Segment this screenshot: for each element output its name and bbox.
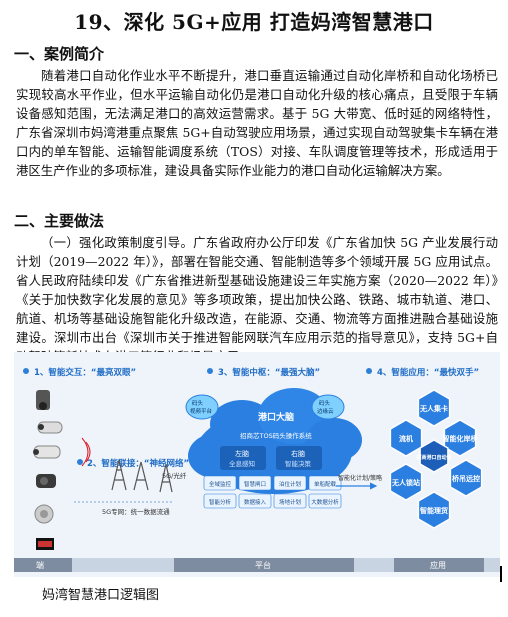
capability-label: 泊位计划 xyxy=(279,480,301,488)
port-brain-cloud xyxy=(188,388,362,494)
stage-header-2: 2、智能联接：“神经网络” xyxy=(77,458,189,469)
capability-label: 智能分析 xyxy=(209,498,232,506)
capability-label: 场地计划 xyxy=(279,498,301,506)
app-label: 流机 xyxy=(399,434,413,443)
stage-header-4: 4、智能应用：“最快双手” xyxy=(366,367,479,378)
sensor-icon xyxy=(34,504,54,524)
bar-label-terminal: 端 xyxy=(36,560,44,570)
capability-label: 单船配载 xyxy=(314,480,337,488)
tower-icon xyxy=(111,459,149,491)
svg-text:4、智能应用：“最快双手”: 4、智能应用：“最快双手” xyxy=(377,367,479,378)
app-hexagon xyxy=(389,419,423,457)
capability-cell xyxy=(238,475,272,491)
app-hexagon xyxy=(417,389,451,427)
capability-cell xyxy=(203,475,237,491)
svg-text:码头: 码头 xyxy=(319,399,331,407)
svg-text:1、智能交互：“最亮双眼”: 1、智能交互：“最亮双眼” xyxy=(34,367,136,378)
app-label: 无人锁站 xyxy=(391,478,420,487)
tower-icon xyxy=(159,463,173,493)
capability-cell xyxy=(308,493,342,509)
port-logic-diagram: 1、智能交互：“最亮双眼” 2、智能联接：“神经网络” 3、智能中枢：“最强大脑… xyxy=(14,352,500,577)
edge-cloud-node: 码头 边缘云 xyxy=(311,394,345,420)
svg-text:码头: 码头 xyxy=(192,399,204,407)
signal-waves-icon xyxy=(81,437,91,467)
camera-icon xyxy=(36,390,50,410)
bar-label-platform: 平台 xyxy=(255,560,271,570)
app-label: 智能化岸桥 xyxy=(443,434,479,443)
network-label-fiber: 5G/光纤 xyxy=(162,471,187,480)
capability-label: 全域监控 xyxy=(209,480,232,488)
capability-label: 数据接入 xyxy=(244,498,267,506)
app-label: 桥吊远控 xyxy=(452,474,480,483)
capability-cell xyxy=(203,493,237,509)
app-hexagon xyxy=(389,463,423,501)
brain-left-sub: 全息感知 xyxy=(229,459,255,468)
camera-icon xyxy=(37,421,63,434)
app-label: 智能理货 xyxy=(420,506,448,515)
arrow-label: 智能化计划/策略 xyxy=(338,474,382,482)
figure-caption: 妈湾智慧港口逻辑图 xyxy=(42,588,160,603)
brain-left: 左脑 xyxy=(235,449,249,458)
camera-icon xyxy=(36,474,56,488)
stage-header-1: 1、智能交互：“最亮双眼” xyxy=(23,367,136,378)
capability-label: 智慧闸口 xyxy=(244,480,266,488)
capability-cell xyxy=(308,475,342,491)
video-platform-node: 码头 视频平台 xyxy=(185,394,219,420)
svg-text:2、智能联接：“神经网络”: 2、智能联接：“神经网络” xyxy=(87,458,189,469)
capability-cell xyxy=(238,493,272,509)
network-label-5g: 5G专网：统一数据流通 xyxy=(102,507,170,516)
svg-text:3、智能中枢：“最强大脑”: 3、智能中枢：“最强大脑” xyxy=(218,367,320,378)
svg-text:视频平台: 视频平台 xyxy=(190,407,213,415)
app-hexagon xyxy=(449,459,483,497)
app-label: 招商港口自动化 xyxy=(415,454,451,461)
display-icon xyxy=(36,538,54,550)
cloud-title: 港口大脑 xyxy=(258,411,294,423)
svg-text:边缘云: 边缘云 xyxy=(317,407,334,415)
brain-right-sub: 智能决策 xyxy=(285,459,312,468)
section-heading-overview: 一、案例简介 xyxy=(14,45,105,63)
section-heading-practices: 二、主要做法 xyxy=(14,212,105,230)
app-hexagon xyxy=(417,491,451,529)
capability-cell xyxy=(273,493,307,509)
vertical-rule xyxy=(500,566,502,582)
stage-header-3: 3、智能中枢：“最强大脑” xyxy=(207,367,320,378)
capability-label: 大数据分析 xyxy=(311,498,339,506)
camera-icon xyxy=(33,445,61,459)
bar-label-application: 应用 xyxy=(430,560,446,570)
page-title: 19、深化 5G+应用 打造妈湾智慧港口 xyxy=(74,10,434,34)
app-hexagon xyxy=(443,419,477,457)
overview-paragraph: 随着港口自动化作业水平不断提升，港口垂直运输通过自动化岸桥和自动化场桥已实现较高… xyxy=(16,68,498,178)
practices-paragraph: （一）强化政策制度引导。广东省政府办公厅印发《广东省加快 5G 产业发展行动计划… xyxy=(16,235,498,364)
app-hexagon xyxy=(419,439,449,473)
app-label: 无人集卡 xyxy=(419,404,448,413)
brain-right: 右脑 xyxy=(291,449,305,458)
capability-cell xyxy=(273,475,307,491)
cloud-subtitle: 招商芯TOS码头操作系统 xyxy=(240,431,312,440)
